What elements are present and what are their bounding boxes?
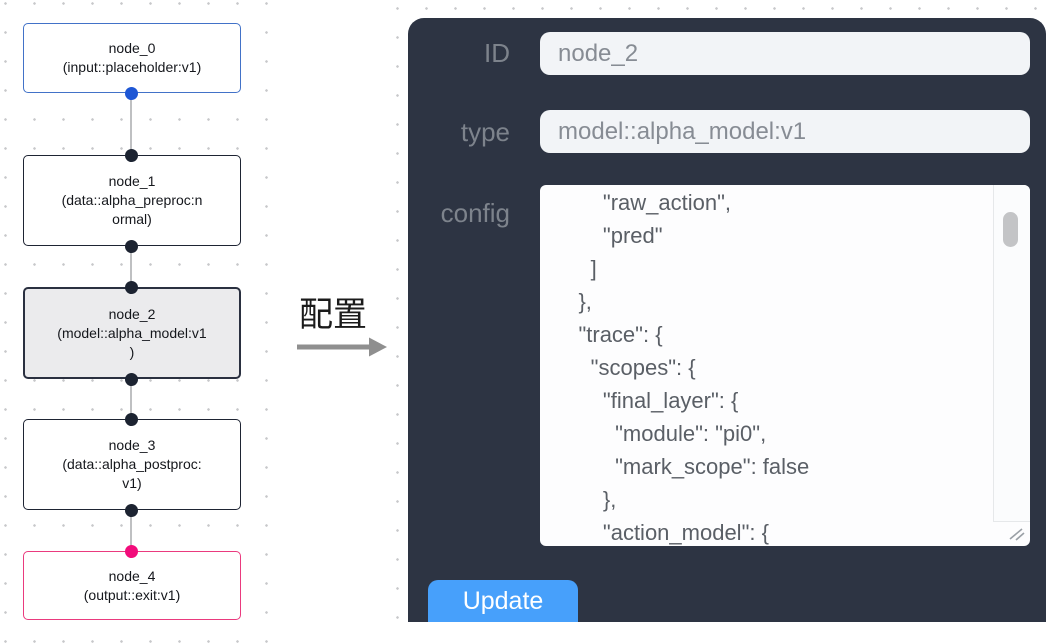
- id-input[interactable]: [540, 32, 1030, 75]
- right-arrow-icon: [297, 337, 387, 357]
- port-node1-out[interactable]: [125, 240, 138, 253]
- config-scrollbar-track[interactable]: [993, 185, 1030, 521]
- port-node1-in[interactable]: [125, 149, 138, 162]
- config-json-text: "raw_action", "pred" ] }, "trace": { "sc…: [578, 190, 810, 545]
- port-node2-in[interactable]: [125, 281, 138, 294]
- config-textarea[interactable]: "raw_action", "pred" ] }, "trace": { "sc…: [540, 185, 1030, 546]
- node-subtitle: ormal): [112, 211, 152, 227]
- config-scrollbar-thumb[interactable]: [1003, 212, 1018, 247]
- node-title: node_2: [108, 305, 156, 322]
- flow-node-node_0[interactable]: node_0 (input::placeholder:v1): [23, 23, 241, 93]
- node-title: node_0: [108, 40, 156, 56]
- edge-node3-node4: [130, 510, 132, 551]
- edge-node1-node2: [130, 246, 132, 287]
- node-subtitle: (data::alpha_preproc:n: [61, 192, 203, 208]
- flow-node-node_3[interactable]: node_3 (data::alpha_postproc: v1): [23, 419, 241, 510]
- edge-node2-node3: [130, 379, 132, 419]
- node-subtitle: v1): [122, 475, 142, 491]
- type-input[interactable]: [540, 110, 1030, 153]
- type-field-label: type: [460, 117, 510, 147]
- resize-grip-icon[interactable]: [1007, 525, 1027, 543]
- port-node4-in[interactable]: [125, 545, 138, 558]
- port-node2-out[interactable]: [125, 373, 138, 386]
- node-subtitle: ): [129, 343, 135, 360]
- node-subtitle: (input::placeholder:v1): [62, 59, 202, 75]
- node-subtitle: (data::alpha_postproc:: [62, 456, 202, 472]
- node-config-panel: ID type config "raw_action", "pred" ] },…: [408, 18, 1046, 622]
- id-field-label: ID: [484, 38, 510, 68]
- node-title: node_1: [108, 173, 156, 189]
- node-subtitle: (model::alpha_model:v1: [57, 324, 207, 341]
- node-title: node_3: [108, 437, 156, 453]
- port-node3-in[interactable]: [125, 413, 138, 426]
- configure-annotation-label: 配置: [299, 296, 367, 334]
- node-subtitle: (output::exit:v1): [83, 586, 181, 603]
- port-node0-out[interactable]: [125, 87, 138, 100]
- edge-node0-node1: [130, 93, 132, 155]
- flow-node-node_1[interactable]: node_1 (data::alpha_preproc:n ormal): [23, 155, 241, 246]
- update-button[interactable]: Update: [428, 580, 578, 622]
- port-node3-out[interactable]: [125, 504, 138, 517]
- node-title: node_4: [108, 567, 156, 584]
- flow-node-node_2-selected[interactable]: node_2 (model::alpha_model:v1 ): [23, 287, 241, 379]
- flow-node-node_4[interactable]: node_4 (output::exit:v1): [23, 551, 241, 620]
- config-field-label: config: [440, 198, 510, 228]
- scrollbar-resize-divider: [993, 521, 1030, 522]
